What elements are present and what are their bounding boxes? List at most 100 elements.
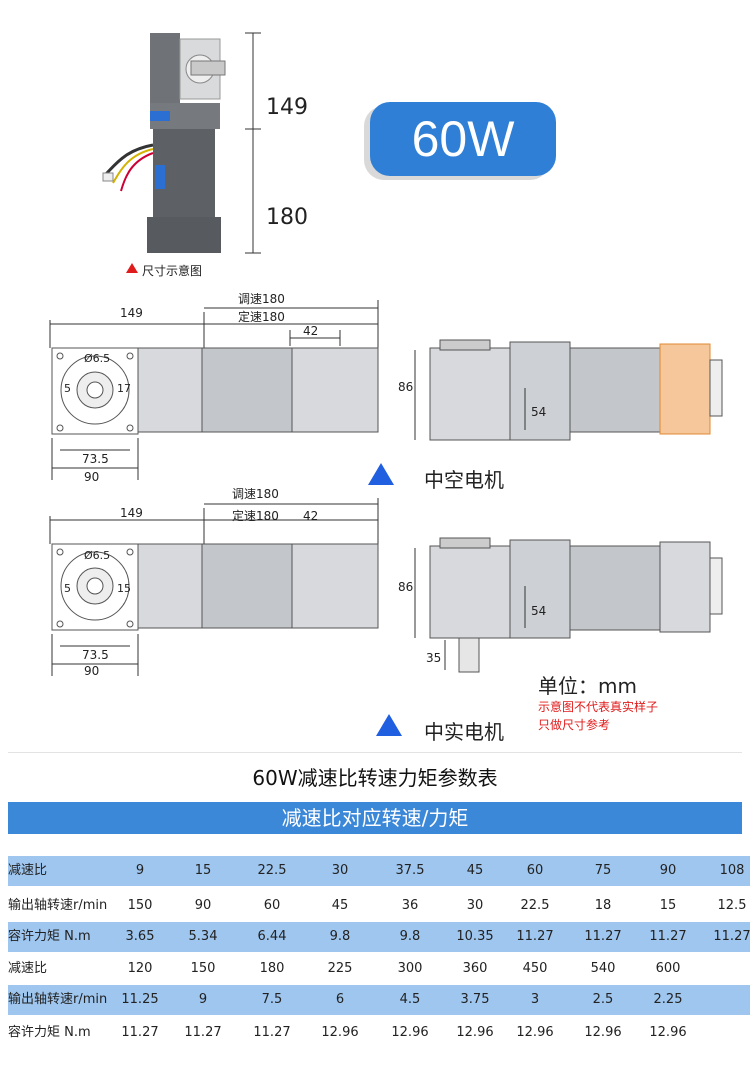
solid-dim-5: 5 xyxy=(64,582,71,595)
hollow-dim-90: 90 xyxy=(84,470,100,484)
table-cell: 30 xyxy=(331,863,349,878)
table-cell: 11.27 xyxy=(649,929,687,944)
solid-dim-90: 90 xyxy=(84,664,100,678)
table-cell: 9.8 xyxy=(329,929,351,944)
note-line-2: 只做尺寸参考 xyxy=(538,718,611,732)
power-badge: 60W xyxy=(370,102,556,176)
solid-dim-fixed: 定速180 xyxy=(232,509,279,523)
table-cell: 45 xyxy=(466,863,484,878)
row-label: 容许力矩 N.m xyxy=(8,929,91,944)
table-cell: 11.27 xyxy=(584,929,622,944)
hollow-dim-42: 42 xyxy=(303,324,319,338)
solid-front-drawing xyxy=(49,498,379,676)
table-cell: 12.96 xyxy=(516,1025,554,1040)
solid-dim-adjust: 调速180 xyxy=(232,487,279,501)
table-cell: 22.5 xyxy=(520,898,550,913)
table-cell: 22.5 xyxy=(257,863,287,878)
table-cell: 360 xyxy=(462,961,488,976)
hollow-dim-54: 54 xyxy=(531,405,547,419)
table-cell: 11.25 xyxy=(121,992,159,1007)
solid-dim-phi: Ø6.5 xyxy=(84,549,111,562)
table-cell: 11.27 xyxy=(184,1025,222,1040)
table-divider xyxy=(8,752,742,753)
hollow-triangle-icon xyxy=(368,463,394,485)
table-cell: 4.5 xyxy=(399,992,421,1007)
table-cell: 60 xyxy=(263,898,281,913)
hollow-label: 中空电机 xyxy=(424,468,504,492)
table-cell: 90 xyxy=(194,898,212,913)
hollow-dim-73: 73.5 xyxy=(82,452,109,466)
motor-photo xyxy=(102,32,261,254)
solid-label: 中实电机 xyxy=(424,720,504,744)
solid-dim-86: 86 xyxy=(398,580,414,594)
table-cell: 36 xyxy=(401,898,419,913)
table-cell: 150 xyxy=(127,898,153,913)
table-cell: 9 xyxy=(135,863,145,878)
table-cell: 3 xyxy=(530,992,540,1007)
table-cell: 15 xyxy=(659,898,677,913)
table-cell: 11.27 xyxy=(516,929,554,944)
solid-dim-35: 35 xyxy=(426,651,442,665)
hollow-front-drawing xyxy=(49,300,379,480)
table-cell: 6.44 xyxy=(257,929,287,944)
solid-dim-54: 54 xyxy=(531,604,547,618)
table-cell: 300 xyxy=(397,961,423,976)
table-cell: 11.27 xyxy=(713,929,750,944)
table-cell: 180 xyxy=(259,961,285,976)
table-cell: 12.5 xyxy=(717,898,747,913)
table-title: 60W减速比转速力矩参数表 xyxy=(252,766,498,790)
solid-triangle-icon xyxy=(376,714,402,736)
table-cell: 15 xyxy=(194,863,212,878)
solid-side-drawing xyxy=(414,537,723,673)
table-cell: 12.96 xyxy=(649,1025,687,1040)
table-cell: 150 xyxy=(190,961,216,976)
row-label: 减速比 xyxy=(8,863,48,878)
table-cell: 90 xyxy=(659,863,677,878)
table-cell: 75 xyxy=(594,863,612,878)
table-cell: 37.5 xyxy=(395,863,425,878)
hollow-dim-5: 5 xyxy=(64,382,71,395)
table-cell: 12.96 xyxy=(456,1025,494,1040)
unit-label: 单位：mm xyxy=(538,674,637,698)
hollow-dim-adjust: 调速180 xyxy=(238,292,285,306)
top-caption: 尺寸示意图 xyxy=(142,264,203,278)
hollow-dim-fixed: 定速180 xyxy=(238,310,285,324)
table-cell: 12.96 xyxy=(321,1025,359,1040)
table-cell: 60 xyxy=(526,863,544,878)
solid-dim-149: 149 xyxy=(120,506,143,520)
row-label: 容许力矩 N.m xyxy=(8,1025,91,1040)
row-label: 输出轴转速r/min xyxy=(8,898,108,913)
table-cell: 12.96 xyxy=(584,1025,622,1040)
table-cell: 2.5 xyxy=(592,992,614,1007)
table-cell: 540 xyxy=(590,961,616,976)
table-cell: 600 xyxy=(655,961,681,976)
table-cell: 3.65 xyxy=(125,929,155,944)
table-cell: 6 xyxy=(335,992,345,1007)
top-dim-lower: 180 xyxy=(266,205,308,230)
solid-dim-73: 73.5 xyxy=(82,648,109,662)
hollow-dim-86: 86 xyxy=(398,380,414,394)
table-cell: 9 xyxy=(198,992,208,1007)
table-cell: 450 xyxy=(522,961,548,976)
table-cell: 11.27 xyxy=(253,1025,291,1040)
table-cell: 2.25 xyxy=(653,992,683,1007)
table-cell: 3.75 xyxy=(460,992,490,1007)
row-label: 减速比 xyxy=(8,961,48,976)
table-cell: 5.34 xyxy=(188,929,218,944)
solid-dim-15: 15 xyxy=(117,582,131,595)
table-cell: 18 xyxy=(594,898,612,913)
table-cell: 225 xyxy=(327,961,353,976)
hollow-dim-149: 149 xyxy=(120,306,143,320)
table-cell: 9.8 xyxy=(399,929,421,944)
solid-dim-42: 42 xyxy=(303,509,319,523)
table-cell: 12.96 xyxy=(391,1025,429,1040)
table-cell: 30 xyxy=(466,898,484,913)
table-cell: 45 xyxy=(331,898,349,913)
note-line-1: 示意图不代表真实样子 xyxy=(538,700,659,714)
top-dim-upper: 149 xyxy=(266,95,308,120)
